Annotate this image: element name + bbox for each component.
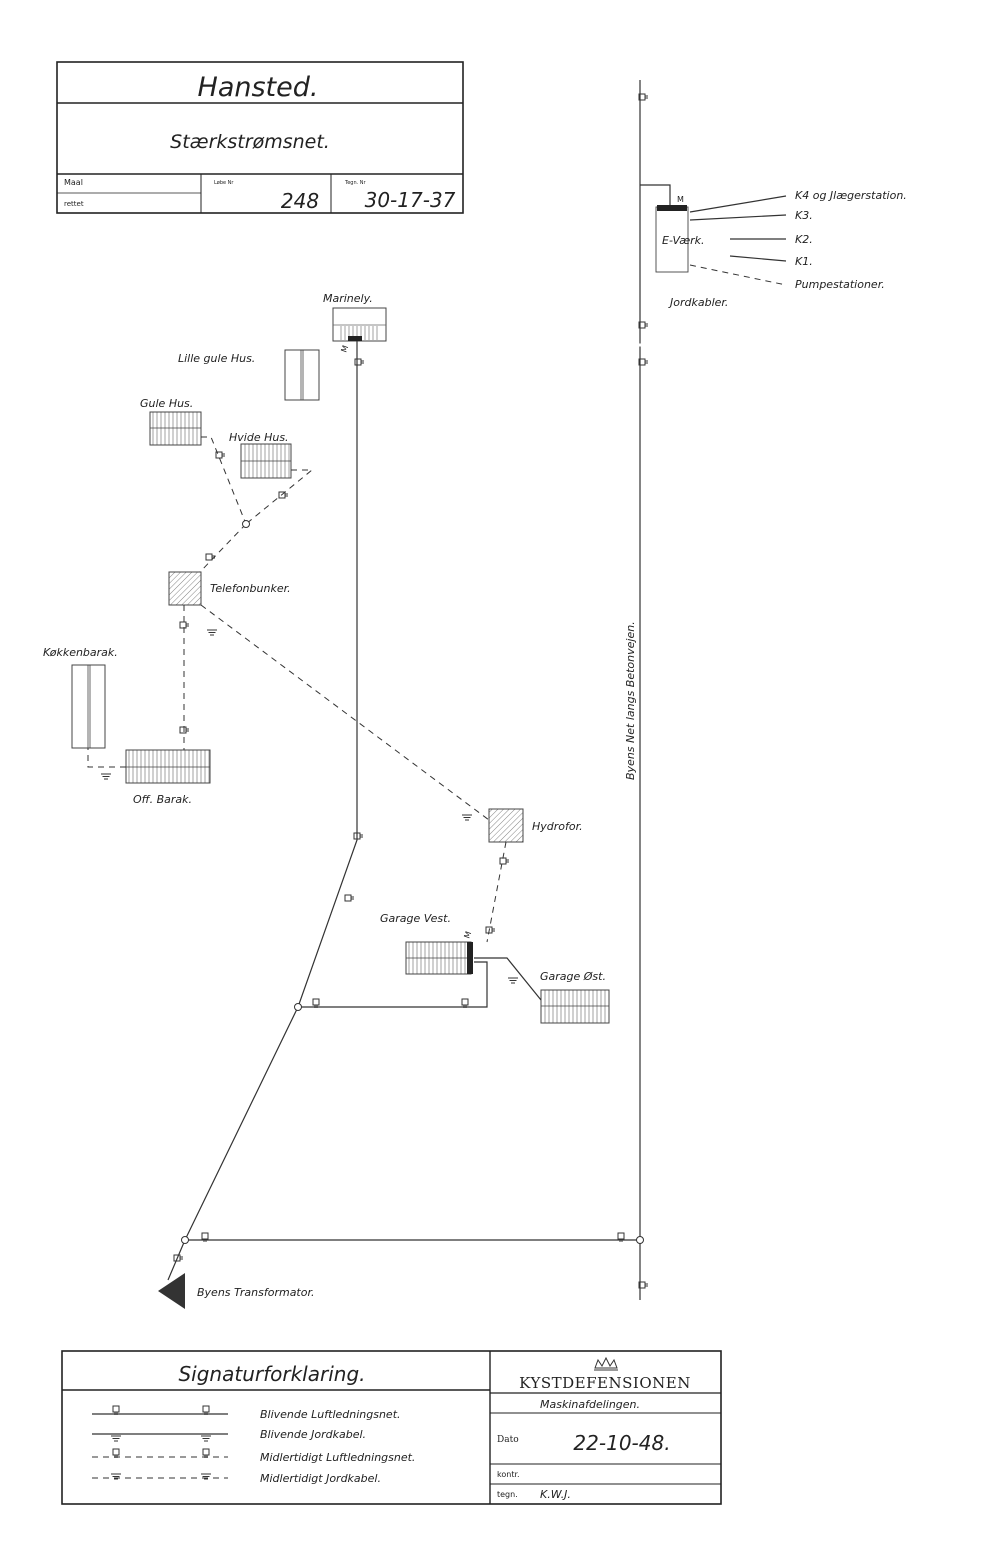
drawn-by: K.W.J. [540,1488,571,1501]
label-telefonbunker: Telefonbunker. [210,582,291,595]
building-marinely: Marinely. M [323,292,387,354]
legend-block: Signaturforklaring. Blivende Luftledning… [61,1350,722,1505]
label-pumpestationer: Pumpestationer. [795,278,885,291]
rettet-label: rettet [64,200,84,208]
tegn-label-office: tegn. [497,1490,518,1499]
place-title: Hansted. [198,72,319,103]
tegn-number: 30-17-37 [365,188,456,212]
building-lille-gule-hus: Lille gule Hus. [178,349,320,401]
legend-item-4: Midlertidigt Jordkabel. [260,1472,381,1485]
label-transformator: Byens Transformator. [197,1286,315,1299]
e-vaerk-block: M E-Værk. Jordkabler. K4 og Jlægerstatio… [640,184,907,309]
label-off-barak: Off. Barak. [133,793,192,806]
office-block: KYSTDEFENSIONEN Maskinafdelingen. Dato 2… [490,1356,721,1501]
legend-item-3: Midlertidigt Luftledningsnet. [260,1451,415,1464]
label-gule-hus: Gule Hus. [140,397,193,410]
label-e-vaerk: E-Værk. [662,234,705,247]
meter-marinely: M [339,344,350,354]
label-jordkabler: Jordkabler. [668,296,728,309]
office-date: 22-10-48. [573,1431,670,1455]
crown-icon [594,1356,618,1371]
office-name: KYSTDEFENSIONEN [519,1374,691,1392]
office-department: Maskinafdelingen. [540,1398,640,1411]
building-gule-hus: Gule Hus. [140,397,202,446]
dato-label: Dato [497,1435,519,1445]
label-marinely: Marinely. [323,292,373,305]
building-off-barak: Off. Barak. [125,749,211,806]
label-k2: K2. [795,233,813,246]
overhead-lines [167,341,644,1281]
temporary-lines [87,436,510,943]
label-road-network: Byens Net langs Betonvejen. [624,621,637,780]
label-k3: K3. [795,209,813,222]
legend-item-2: Blivende Jordkabel. [260,1428,366,1441]
tegn-label: Tegn. Nr [344,180,367,186]
lobe-number: 248 [281,189,319,213]
label-garage-ost: Garage Øst. [540,970,606,983]
transformer: Byens Transformator. [158,1273,315,1309]
title-block: Hansted. Stærkstrømsnet. Maal rettet Løb… [56,61,464,214]
label-garage-vest: Garage Vest. [380,912,451,925]
lobe-label: Løbe Nr [214,180,234,186]
label-lille-gule-hus: Lille gule Hus. [178,352,255,365]
building-garage-vest: Garage Vest. M [380,912,473,975]
meter-garage-vest: M [462,930,473,940]
label-hydrofor: Hydrofor. [532,820,583,833]
building-hvide-hus: Hvide Hus. [229,431,292,479]
building-kokkenbarak: Køkkenbarak. [43,646,118,749]
label-hvide-hus: Hvide Hus. [229,431,289,444]
label-k4: K4 og Jlægerstation. [795,189,907,202]
label-k1: K1. [795,255,813,268]
meter-e-vaerk: M [677,195,684,204]
building-telefonbunker: Telefonbunker. [168,571,291,606]
town-network-line: Byens Net langs Betonvejen. [624,80,649,1300]
building-garage-ost: Garage Øst. [540,970,610,1024]
label-kokkenbarak: Køkkenbarak. [43,646,118,659]
kontr-label: kontr. [497,1470,520,1479]
maal-label: Maal [64,178,83,187]
legend-item-1: Blivende Luftledningsnet. [260,1408,401,1421]
legend-title: Signaturforklaring. [178,1362,365,1386]
building-hydrofor: Hydrofor. [488,808,583,843]
subject-title: Stærkstrømsnet. [170,131,330,153]
